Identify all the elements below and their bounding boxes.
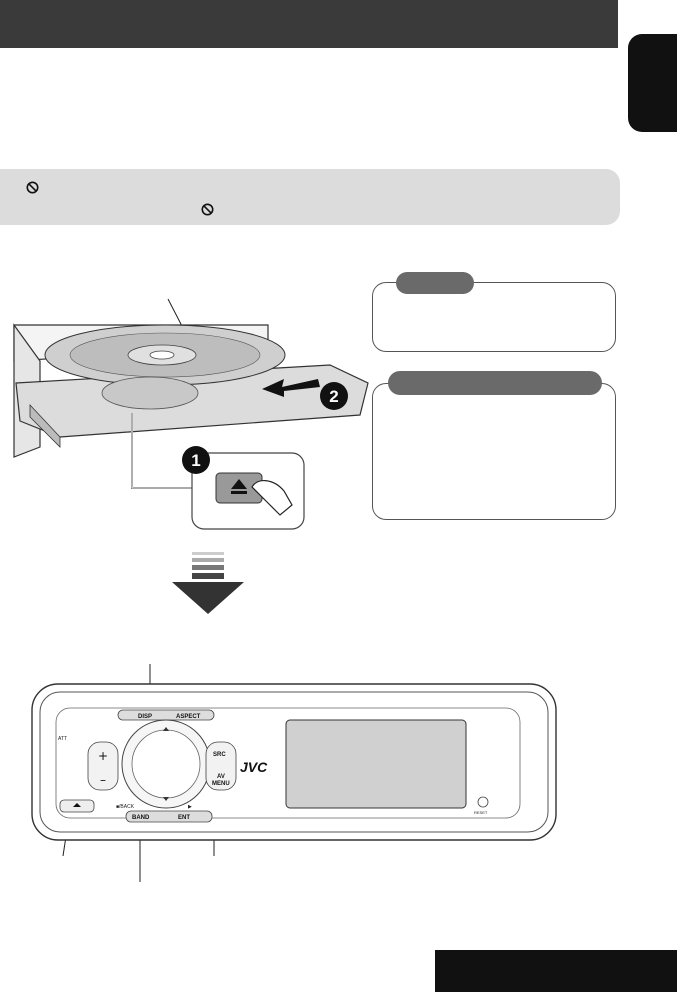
- language-tab: [628, 34, 677, 132]
- down-arrow-icon: [172, 552, 244, 614]
- step-2-icon: 2: [320, 382, 348, 410]
- disp-button-label: DISP: [138, 714, 152, 720]
- info-box-2: [372, 383, 616, 520]
- page-number-box: [435, 950, 677, 992]
- svg-text:1: 1: [191, 451, 200, 470]
- header-bar: [0, 0, 618, 48]
- att-label: ATT: [58, 736, 67, 742]
- av-menu-label-1: AV: [217, 774, 225, 780]
- info-box-1-tab: [396, 272, 474, 294]
- eject-icon: [73, 803, 81, 807]
- aspect-button-label: ASPECT: [176, 714, 201, 720]
- info-box-2-tab: [388, 371, 602, 395]
- insert-arrow-icon: [262, 379, 320, 397]
- src-button-label: SRC: [213, 752, 226, 758]
- svg-text:+: +: [98, 749, 108, 763]
- av-menu-label-2: MENU: [212, 781, 230, 787]
- svg-text:2: 2: [329, 387, 338, 406]
- play-label: ▶: [188, 804, 192, 810]
- info-box-1: [372, 282, 616, 352]
- reset-label: RESET: [474, 810, 488, 815]
- notice-box: [0, 169, 620, 225]
- step-1-icon: 1: [182, 446, 210, 474]
- eject-icon: [231, 479, 247, 494]
- band-button-label: BAND: [132, 815, 150, 821]
- svg-text:–: –: [100, 773, 106, 787]
- control-panel-illustration: DISP ASPECT ATT + – SRC AV MENU JVC RESE…: [31, 664, 557, 882]
- prohibit-icon: [26, 181, 39, 194]
- prohibit-icon: [201, 203, 214, 216]
- ent-button-label: ENT: [178, 815, 190, 821]
- brand-logo: JVC: [240, 759, 268, 775]
- back-label: ■/BACK: [116, 804, 135, 810]
- disc-insertion-illustration: 2 1: [13, 298, 369, 530]
- reset-button: [477, 796, 489, 808]
